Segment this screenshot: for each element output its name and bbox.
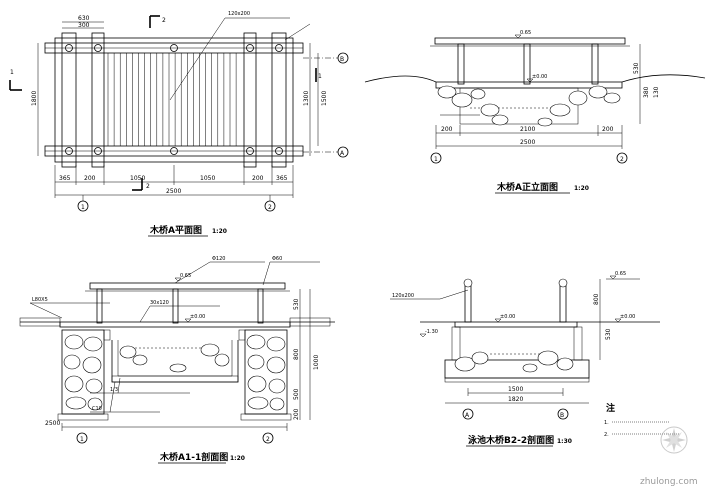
pool-axis-a: A xyxy=(465,412,470,419)
plan-axis-a: A xyxy=(340,150,345,157)
plan-dim-top-1: 630 xyxy=(78,15,90,22)
plan-dim-right-1: 1300 xyxy=(303,91,310,106)
watermark-text: zhulong.com xyxy=(640,477,698,487)
notes-item-2: 2. xyxy=(604,432,609,438)
side-dim-right-4: 500 xyxy=(293,388,300,400)
notes-block: 注 1. 2. xyxy=(604,402,680,438)
plan-dim-bottom-1: 365 xyxy=(59,175,71,182)
pool-dim-1: 1500 xyxy=(508,386,523,393)
side-dim-right-2: 800 xyxy=(293,348,300,360)
side-dim-right-1: 530 xyxy=(293,298,300,310)
front-top-level: 0.65 xyxy=(520,30,531,36)
pool-axis-b: B xyxy=(560,412,564,419)
pool-dim-right-2: 530 xyxy=(605,328,612,340)
side-title: 木桥A1-1剖面图 xyxy=(159,451,228,463)
pool-section: 120x200 0.65 ±0.00 ±0.00 -1.30 800 530 1… xyxy=(390,271,660,447)
plan-posts xyxy=(65,44,283,155)
plan-section-mark-top: 2 xyxy=(162,17,166,24)
plan-dim-bottom-5: 200 xyxy=(252,175,264,182)
side-top-level: 0.65 xyxy=(180,273,191,279)
side-dim-total: 2500 xyxy=(45,420,60,427)
side-axis-2: 2 xyxy=(266,436,270,443)
pool-stones xyxy=(454,350,574,373)
plan-dim-bottom-3: 1050 xyxy=(130,175,145,182)
plan-dim-total: 2500 xyxy=(166,188,181,195)
pool-level-2: ±0.00 xyxy=(620,314,635,320)
watermark-logo xyxy=(660,426,688,454)
plan-beam-note: 120x200 xyxy=(228,11,250,17)
side-dim-right-5: 200 xyxy=(293,408,300,420)
plan-view: 120x200 2 2 1 1 630 300 xyxy=(9,11,349,237)
side-angle-note: L80X5 xyxy=(32,297,48,303)
plan-outline xyxy=(54,37,294,163)
plan-title: 木桥A平面图 xyxy=(149,224,202,236)
plan-section-mark-right: 1 xyxy=(318,73,322,80)
plan-dim-bottom-6: 365 xyxy=(276,175,288,182)
front-level: ±0.00 xyxy=(532,74,547,80)
plan-scale: 1:20 xyxy=(212,228,227,235)
side-left-abutment xyxy=(61,329,105,415)
plan-axis-1: 1 xyxy=(81,204,85,211)
side-axis-1: 1 xyxy=(80,436,84,443)
pool-level: ±0.00 xyxy=(500,314,515,320)
side-right-abutment xyxy=(244,329,288,415)
plan-dim-bottom-4: 1050 xyxy=(200,175,215,182)
pool-dim-right-1: 800 xyxy=(593,293,600,305)
front-dim-right-1: 530 xyxy=(633,62,640,74)
side-concrete-note: C10 xyxy=(92,406,102,412)
pool-low-level: -1.30 xyxy=(425,329,438,335)
plan-dim-top-2: 300 xyxy=(78,22,90,29)
front-canopy-beam xyxy=(434,37,626,45)
plan-right-beam xyxy=(271,32,287,168)
side-dim-right-3: 1000 xyxy=(313,355,320,370)
notes-item-1: 1. xyxy=(604,420,609,426)
side-pool-stones xyxy=(119,343,230,373)
plan-dim-bottom-2: 200 xyxy=(84,175,96,182)
front-dim-right-2: 380 xyxy=(643,86,650,98)
front-dim-right-3: 130 xyxy=(653,86,660,98)
front-stones xyxy=(437,85,621,127)
side-pipe-note: Φ120 xyxy=(212,256,225,262)
plan-dim-right-2: 1500 xyxy=(321,91,328,106)
front-dim-1: 200 xyxy=(441,126,453,133)
plan-dim-left: 1800 xyxy=(31,91,38,106)
pool-title: 泳池木桥B2-2剖面图 xyxy=(468,434,554,446)
plan-axis-b: B xyxy=(340,56,344,63)
front-axis-1: 1 xyxy=(434,156,438,163)
front-axis-2: 2 xyxy=(620,156,624,163)
side-section: 0.65 ±0.00 Φ120 Φ60 L80X5 30x120 1/3 C10… xyxy=(19,256,335,464)
pool-beam-note: 120x200 xyxy=(392,293,414,299)
front-dim-2: 2100 xyxy=(520,126,535,133)
plan-left-beam xyxy=(61,32,77,168)
side-level: ±0.00 xyxy=(190,314,205,320)
front-dim-total: 2500 xyxy=(520,139,535,146)
side-scale: 1:20 xyxy=(230,455,245,462)
watermark: zhulong.com xyxy=(640,426,698,487)
side-post-note: Φ60 xyxy=(272,256,282,262)
plan-section-mark-left: 1 xyxy=(10,69,14,76)
side-beam-note: 30x120 xyxy=(150,300,169,306)
pool-scale: 1:30 xyxy=(557,438,572,445)
pool-dim-2: 1820 xyxy=(508,396,523,403)
plan-deck-planks xyxy=(107,53,237,146)
front-elevation: 0.65 ±0.00 200 2100 200 2500 530 380 130… xyxy=(364,30,706,194)
pool-top-level: 0.65 xyxy=(615,271,626,277)
front-dim-3: 200 xyxy=(602,126,614,133)
front-title: 木桥A正立面图 xyxy=(496,181,558,193)
side-mortar-note: 1/3 xyxy=(110,387,118,393)
notes-heading: 注 xyxy=(606,402,615,414)
plan-axis-2: 2 xyxy=(268,204,272,211)
front-scale: 1:20 xyxy=(574,185,589,192)
plan-section-mark-bottom: 2 xyxy=(146,183,150,190)
